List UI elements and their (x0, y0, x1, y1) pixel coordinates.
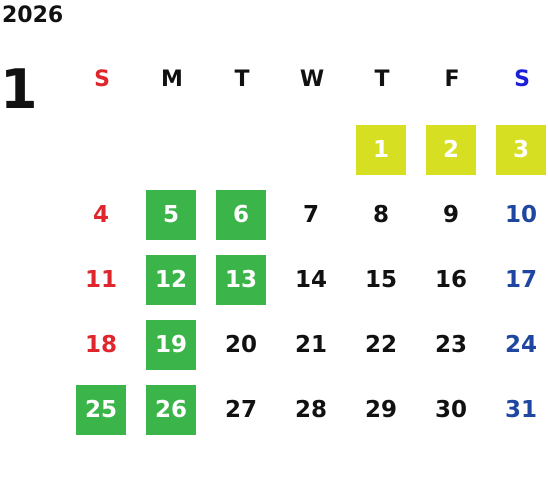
calendar-day-9[interactable]: 9 (442, 202, 459, 228)
calendar-day-16[interactable]: 16 (434, 267, 467, 293)
calendar-day-17[interactable]: 17 (504, 267, 537, 293)
calendar-day-14[interactable]: 14 (294, 267, 327, 293)
weekday-header-thursday: T (374, 67, 390, 92)
calendar-day-6[interactable]: 6 (216, 190, 266, 240)
calendar-day-4[interactable]: 4 (92, 202, 109, 228)
calendar-day-19[interactable]: 19 (146, 320, 196, 370)
calendar-day-29[interactable]: 29 (364, 397, 397, 423)
calendar-day-18[interactable]: 18 (84, 332, 117, 358)
calendar-day-10[interactable]: 10 (504, 202, 537, 228)
calendar-day-21[interactable]: 21 (294, 332, 327, 358)
calendar-day-3[interactable]: 3 (496, 125, 546, 175)
month-label: 1 (0, 58, 38, 121)
calendar-day-20[interactable]: 20 (224, 332, 257, 358)
weekday-header-friday: F (444, 67, 460, 92)
calendar-day-5[interactable]: 5 (146, 190, 196, 240)
calendar-day-13[interactable]: 13 (216, 255, 266, 305)
weekday-header-tuesday: T (234, 67, 250, 92)
calendar-day-25[interactable]: 25 (76, 385, 126, 435)
calendar-day-2[interactable]: 2 (426, 125, 476, 175)
calendar-day-28[interactable]: 28 (294, 397, 327, 423)
weekday-header-sunday: S (94, 67, 110, 92)
calendar-day-11[interactable]: 11 (84, 267, 117, 293)
calendar-day-7[interactable]: 7 (302, 202, 319, 228)
calendar-day-27[interactable]: 27 (224, 397, 257, 423)
calendar-day-22[interactable]: 22 (364, 332, 397, 358)
weekday-header-monday: M (161, 67, 183, 92)
calendar-day-1[interactable]: 1 (356, 125, 406, 175)
calendar-day-30[interactable]: 30 (434, 397, 467, 423)
year-label: 2026 (2, 3, 64, 28)
calendar-day-12[interactable]: 12 (146, 255, 196, 305)
calendar-day-24[interactable]: 24 (504, 332, 537, 358)
calendar-day-23[interactable]: 23 (434, 332, 467, 358)
calendar-day-15[interactable]: 15 (364, 267, 397, 293)
calendar-day-26[interactable]: 26 (146, 385, 196, 435)
weekday-header-saturday: S (514, 67, 530, 92)
calendar-day-31[interactable]: 31 (504, 397, 537, 423)
weekday-header-wednesday: W (299, 67, 325, 92)
calendar-day-8[interactable]: 8 (372, 202, 389, 228)
